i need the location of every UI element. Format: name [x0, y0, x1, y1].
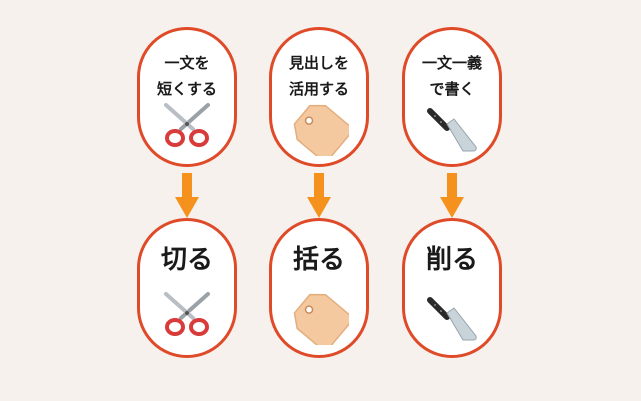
card-caption: 見出しを 活用する	[272, 50, 366, 102]
arrow-down-icon	[175, 173, 199, 218]
card-use-headings: 見出しを 活用する	[269, 27, 369, 167]
card-shorten-sentence: 一文を 短くする	[137, 27, 237, 167]
tag-icon	[293, 104, 349, 156]
caption-line-1: 一文を	[164, 54, 210, 72]
card-bundle: 括る	[269, 218, 369, 358]
card-caption: 一文を 短くする	[140, 50, 234, 102]
card-one-idea-per-sentence: 一文一義 で書く	[402, 27, 502, 167]
card-title: 切る	[160, 245, 213, 275]
arrow-down-icon	[307, 173, 331, 218]
card-title: 削る	[425, 245, 478, 275]
caption-line-2: で書く	[429, 80, 475, 98]
caption-line-1: 一文一義	[421, 54, 482, 72]
caption-line-2: 短くする	[156, 80, 217, 98]
arrow-down-icon	[440, 173, 464, 218]
caption-line-2: 活用する	[288, 80, 349, 98]
scissors-icon	[164, 292, 210, 336]
knife-icon	[427, 297, 477, 341]
card-cut: 切る	[137, 218, 237, 358]
card-caption: 一文一義 で書く	[405, 50, 499, 102]
scissors-icon	[164, 103, 210, 147]
knife-icon	[427, 108, 477, 152]
caption-line-1: 見出しを	[288, 54, 349, 72]
tag-icon	[293, 293, 349, 345]
card-trim: 削る	[402, 218, 502, 358]
card-title: 括る	[292, 245, 345, 275]
